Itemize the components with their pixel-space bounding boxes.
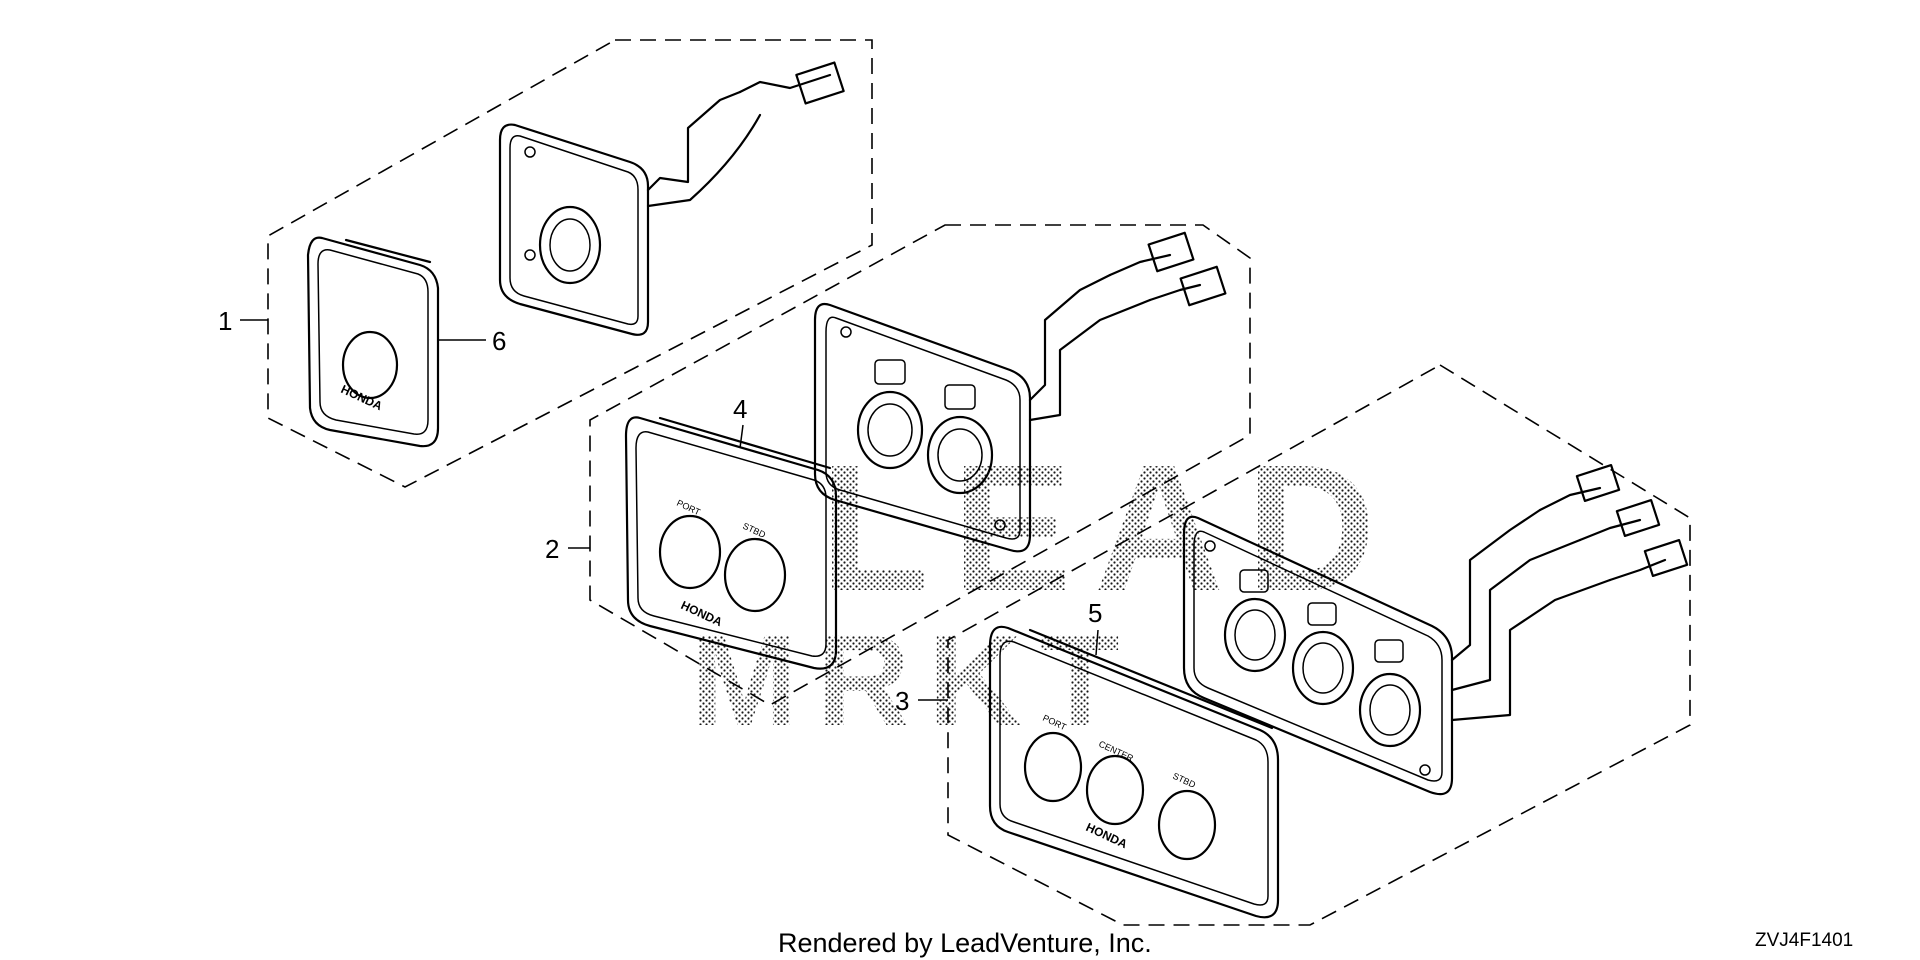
callout-4: 4 bbox=[733, 394, 747, 424]
dual-stbd-mark: STBD bbox=[741, 521, 767, 540]
triple-center-opening bbox=[1085, 754, 1145, 826]
single-cover-brand: HONDA bbox=[339, 382, 385, 413]
single-socket-cover: HONDA bbox=[306, 236, 440, 448]
triple-connector-3 bbox=[1643, 538, 1689, 578]
watermark-line-1: LEAD bbox=[820, 428, 1398, 629]
single-socket-body bbox=[498, 61, 845, 336]
dual-port-mark: PORT bbox=[675, 498, 702, 518]
triple-cover-brand: HONDA bbox=[1084, 820, 1130, 851]
callout-2: 2 bbox=[545, 534, 559, 564]
triple-port-opening bbox=[1023, 731, 1083, 803]
dual-connector-1 bbox=[1147, 231, 1195, 273]
dual-stbd-opening bbox=[723, 537, 787, 613]
triple-socket-body bbox=[1182, 463, 1689, 796]
dual-connector-2 bbox=[1179, 265, 1227, 307]
single-socket-opening bbox=[341, 330, 399, 400]
group-1-boundary bbox=[267, 39, 873, 488]
callout-6: 6 bbox=[492, 326, 506, 356]
triple-connector-2 bbox=[1615, 498, 1661, 538]
triple-connector-1 bbox=[1575, 463, 1621, 503]
dual-socket-body bbox=[813, 231, 1227, 553]
callout-5: 5 bbox=[1088, 598, 1102, 628]
dual-port-opening bbox=[658, 514, 722, 590]
watermark-line-2: MRKT bbox=[690, 607, 1137, 753]
triple-stbd-mark: STBD bbox=[1171, 771, 1197, 790]
group-3-boundary bbox=[947, 364, 1691, 926]
diagram-code: ZVJ4F1401 bbox=[1755, 930, 1853, 951]
callout-1: 1 bbox=[218, 306, 232, 336]
single-connector bbox=[795, 61, 845, 105]
group-3-triple-socket: PORT CENTER STBD HONDA bbox=[895, 364, 1691, 926]
group-1-single-socket: HONDA 1 6 bbox=[218, 39, 873, 488]
footer-credit: Rendered by LeadVenture, Inc. bbox=[778, 928, 1152, 958]
group-2-boundary bbox=[589, 224, 1251, 706]
callout-3: 3 bbox=[895, 686, 909, 716]
triple-stbd-opening bbox=[1157, 789, 1217, 861]
watermark: LEAD MRKT bbox=[690, 428, 1398, 753]
